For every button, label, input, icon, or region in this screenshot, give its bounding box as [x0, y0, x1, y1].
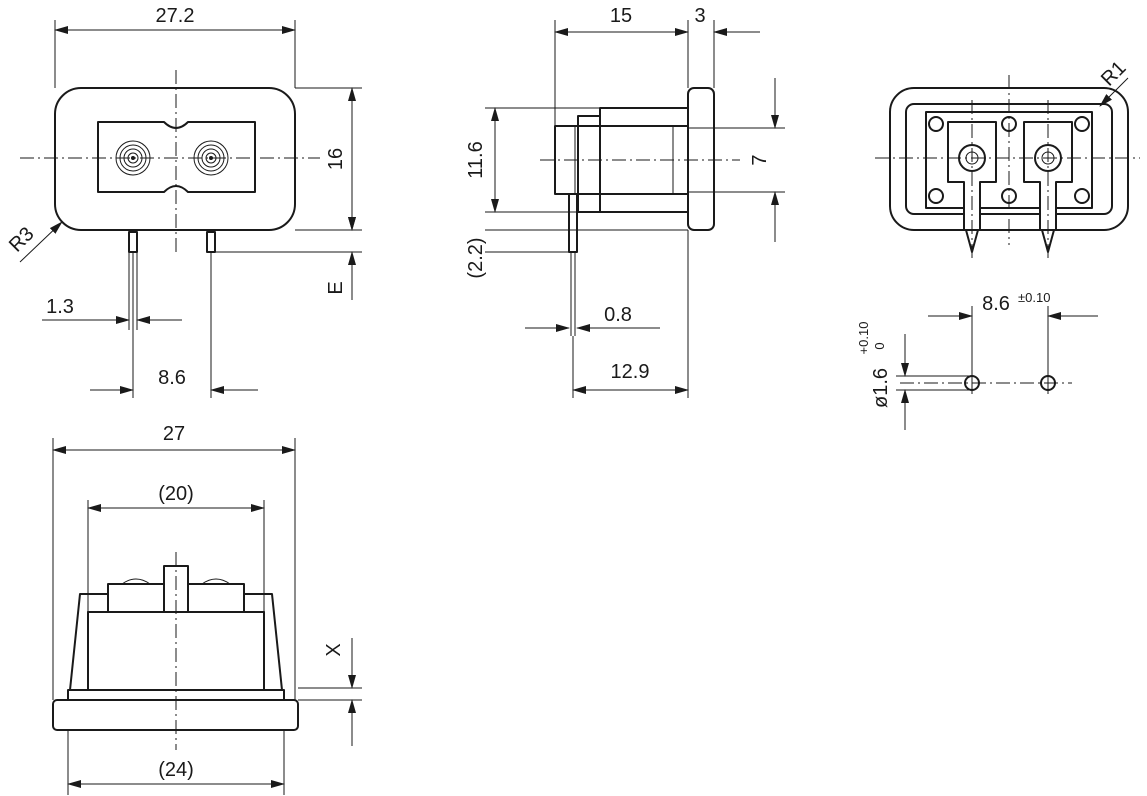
overall-width-label: 27	[163, 423, 185, 445]
flange-width-label: (24)	[158, 759, 194, 781]
front-body-outline	[54, 87, 296, 231]
front-view: 27.2 16 R3 E 1.3 8.6	[5, 5, 362, 398]
inner-height-label: 7	[749, 154, 771, 165]
front-pin-right	[206, 231, 216, 253]
side-pin	[568, 193, 578, 253]
front-face-recess	[97, 121, 256, 193]
clip-dimension-label: X	[323, 643, 345, 656]
front-pin-left	[128, 231, 138, 253]
width-label: 27.2	[156, 5, 195, 27]
body-height-label: 11.6	[465, 141, 487, 178]
pin-thickness-label: 0.8	[604, 304, 632, 326]
rear-view: R1	[875, 57, 1140, 262]
depth-label: 15	[610, 5, 632, 27]
hole-diameter-label: ø1.6	[870, 368, 892, 408]
footprint-pitch-tolerance: ±0.10	[1018, 290, 1050, 305]
height-label: 16	[325, 148, 347, 170]
pin-offset-label: E	[325, 281, 347, 294]
pin-drop-label: (2.2)	[465, 237, 487, 278]
side-rear-tab	[577, 115, 601, 213]
inner-width-label: (20)	[158, 483, 194, 505]
rear-radius-label: R1	[1097, 57, 1131, 91]
bottom-view: 27 (20) (24) X	[52, 423, 362, 795]
flange-label: 3	[694, 5, 705, 27]
side-view: 15 3 11.6 7 (2.2) 0.8 12.9	[465, 5, 785, 398]
overall-depth-label: 12.9	[611, 361, 650, 383]
corner-radius-label: R3	[5, 223, 39, 257]
footprint-pitch-label: 8.6	[982, 293, 1010, 315]
hole-tolerance-upper: +0.10	[856, 322, 871, 355]
side-clip-upper	[599, 107, 689, 127]
side-flange	[687, 87, 715, 231]
pin-width-label: 1.3	[46, 296, 74, 318]
side-clip-lower	[599, 193, 689, 213]
pin-pitch-label: 8.6	[158, 367, 186, 389]
corner-radius-leader	[19, 221, 63, 263]
pcb-footprint: 8.6 ±0.10 ø1.6 +0.10 0	[856, 290, 1098, 430]
rear-radius-leader	[1099, 77, 1129, 107]
hole-tolerance-lower: 0	[872, 342, 887, 349]
